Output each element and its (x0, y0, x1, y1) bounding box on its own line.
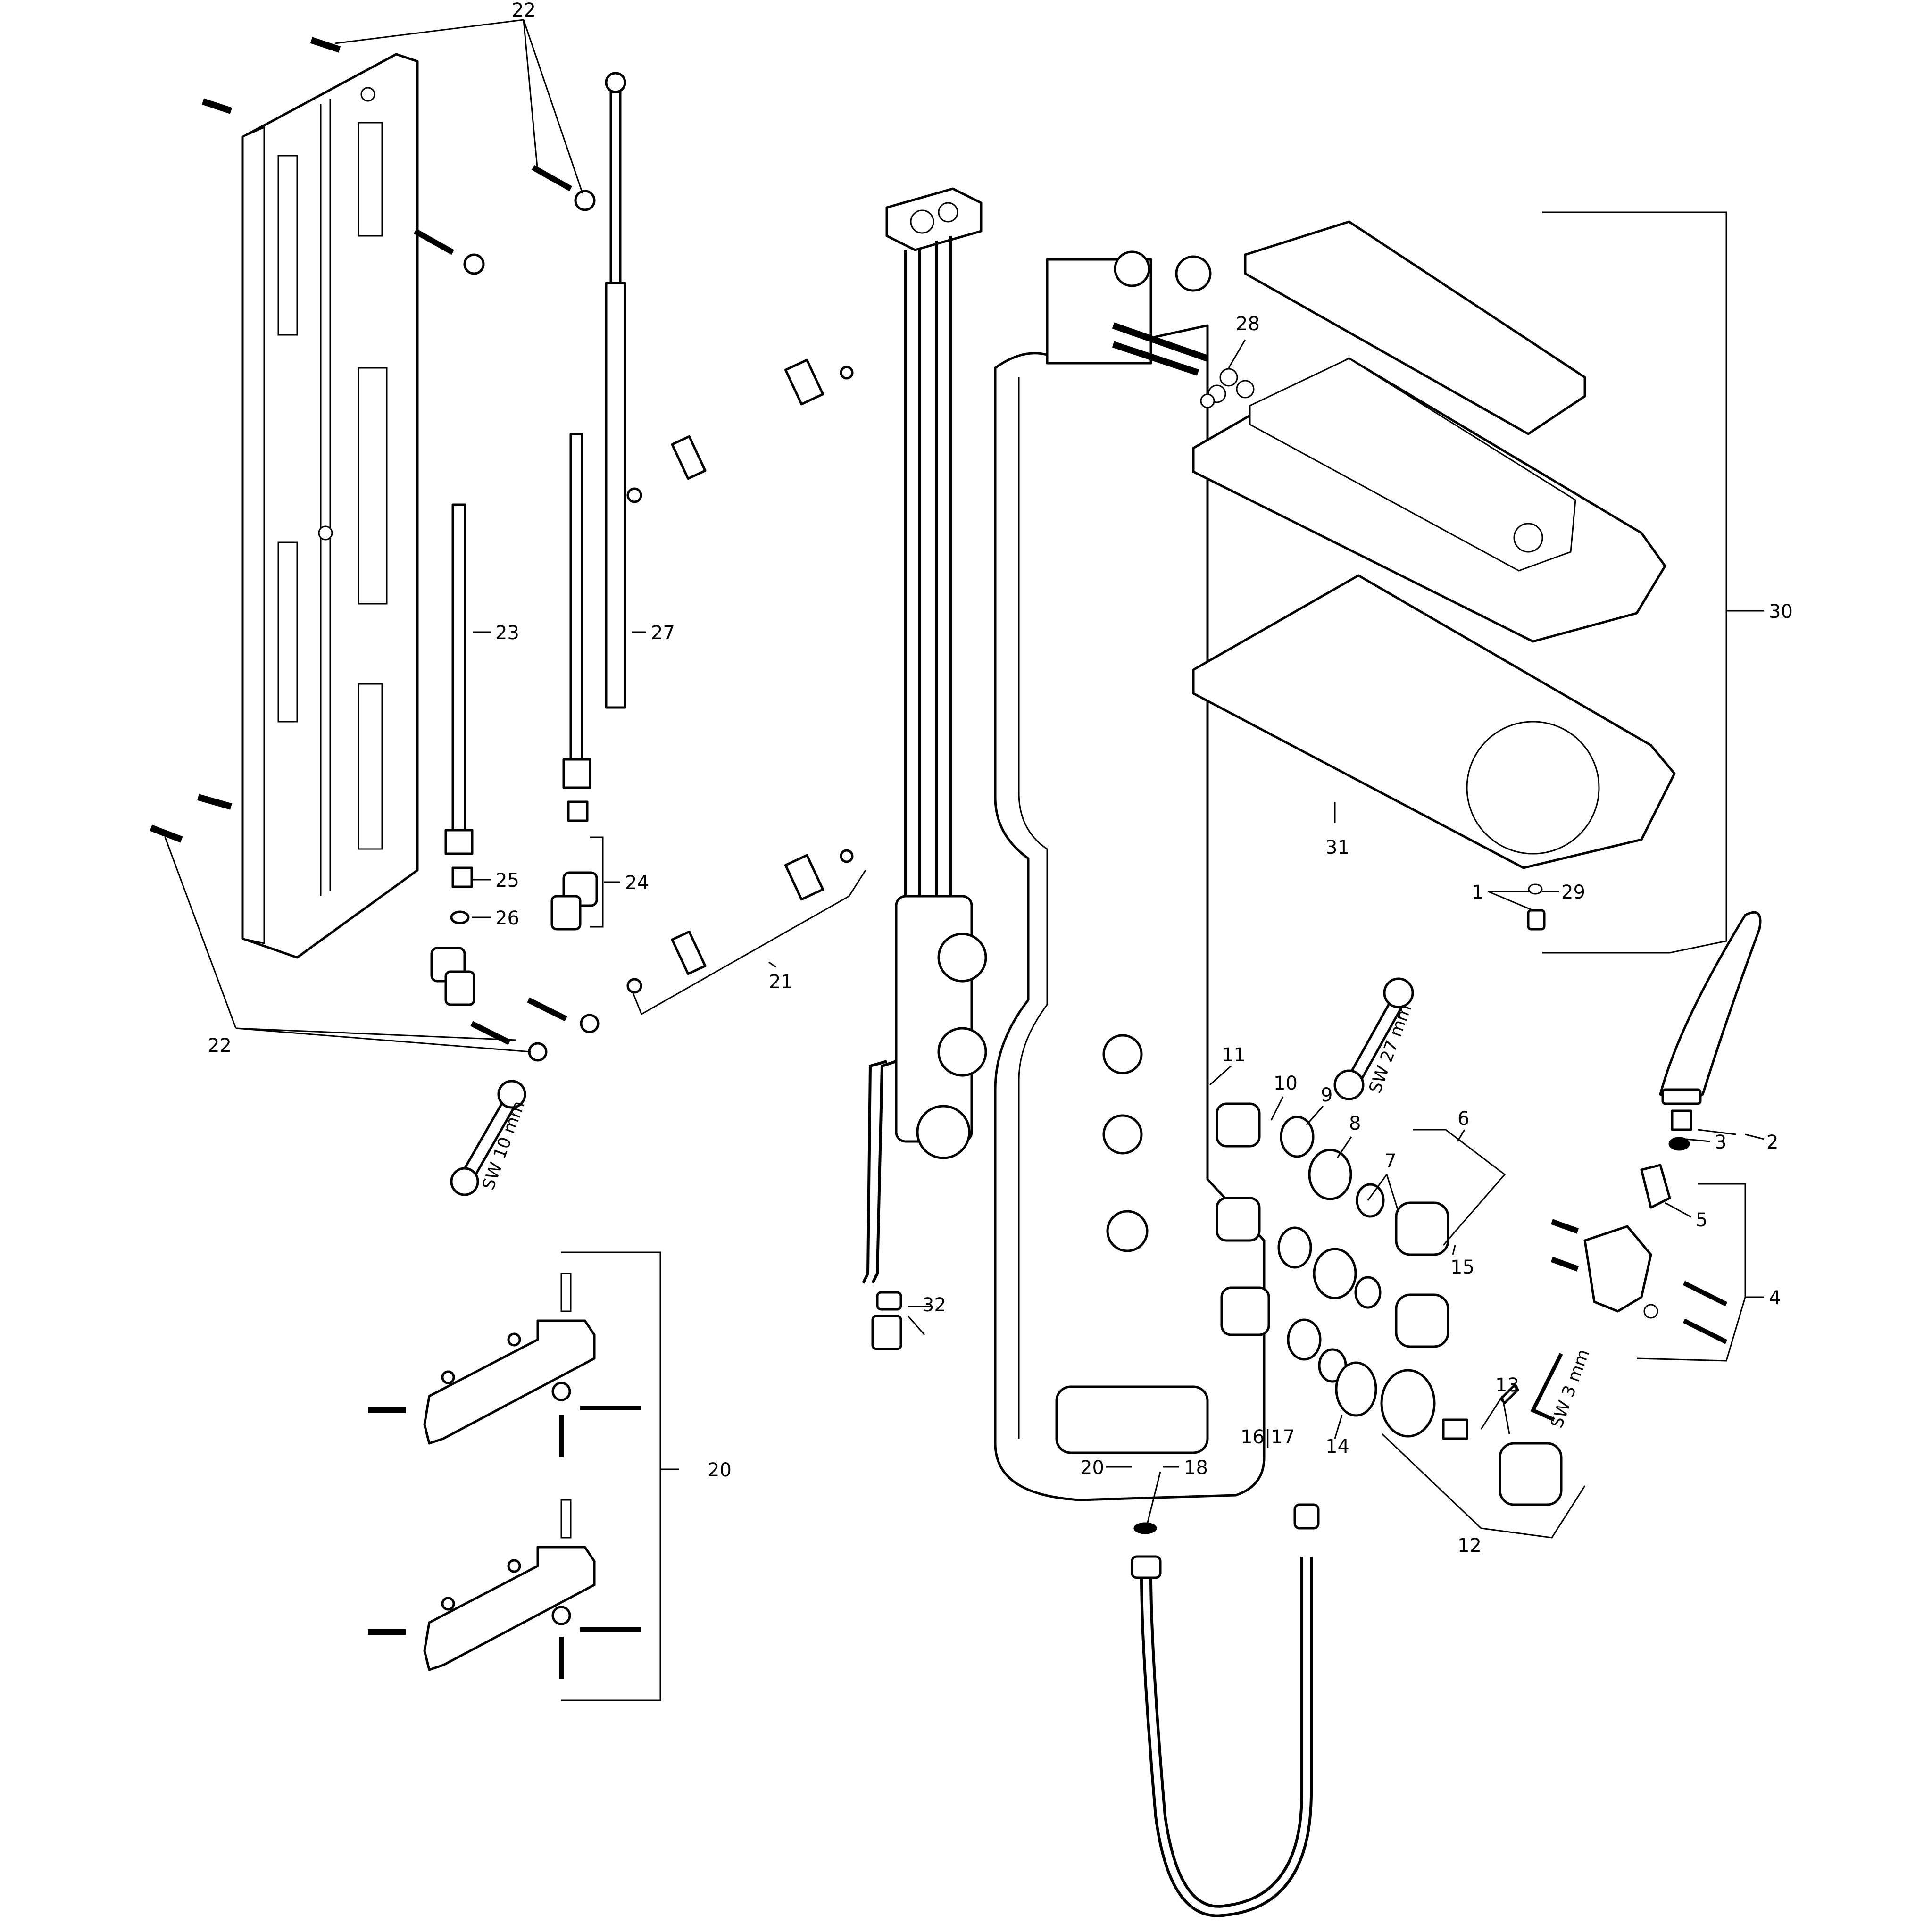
part-label: 9 (1321, 1084, 1332, 1106)
bracket-lower (368, 1499, 641, 1679)
part-label: 3 (1715, 1132, 1726, 1153)
part-label: 22 (208, 1035, 232, 1057)
part-label: 8 (1349, 1113, 1361, 1134)
parts-1-29 (1527, 883, 1546, 931)
part-label: 16|17 (1241, 1426, 1295, 1448)
nipple-32 (871, 1291, 932, 1350)
part-label: 28 (1236, 313, 1260, 335)
overhead-shower-cover (1244, 220, 1586, 435)
overhead-shower-body (1192, 357, 1666, 643)
hand-shower (1659, 911, 1762, 1151)
thermostat-cartridges (1216, 1102, 1563, 1506)
part-labels: 22 22 23 27 24 25 26 21 20 32 28 30 31 1… (208, 0, 1793, 1557)
part-label: 13 (1495, 1374, 1519, 1396)
part-label: 7 (1384, 1150, 1396, 1172)
overhead-shower-plate (1192, 574, 1676, 869)
part-label: 20 (1080, 1457, 1104, 1479)
part-label: 31 (1325, 837, 1349, 858)
mounting-rail (242, 53, 419, 959)
part-label: 18 (1184, 1457, 1208, 1479)
part-label: 26 (495, 908, 519, 929)
part-label: 32 (922, 1294, 946, 1316)
part-label: 1 (1472, 882, 1483, 903)
o-rings-28 (1200, 368, 1255, 408)
shower-holder (1550, 1164, 1728, 1344)
part-label: 6 (1457, 1108, 1469, 1130)
part-label: 25 (495, 870, 519, 891)
middle-hose (562, 433, 591, 822)
wrench-sw10: SW 10 mm (450, 1080, 529, 1196)
part-label: 4 (1769, 1287, 1781, 1309)
valve-body (862, 187, 987, 1284)
part-label: 30 (1769, 601, 1793, 623)
part-label: 22 (512, 0, 536, 21)
part-label: 29 (1561, 882, 1585, 903)
part-label: 20 (708, 1459, 732, 1481)
bracket-bracket-line (561, 1251, 661, 1701)
part-label: 27 (651, 622, 675, 644)
part-label: 2 (1766, 1132, 1778, 1153)
allen-key-sw3: SW 3 mm (1530, 1347, 1593, 1431)
part-label: 15 (1450, 1257, 1474, 1278)
shower-panel (994, 250, 1266, 1501)
shower-hose (1131, 1503, 1320, 1917)
part-label: 12 (1457, 1535, 1482, 1557)
part-label: 5 (1696, 1209, 1707, 1231)
elbow-fittings (430, 836, 604, 1006)
connection-hose-27 (605, 72, 646, 709)
part-label: 21 (769, 971, 793, 993)
tool-label-sw3: SW 3 mm (1547, 1347, 1593, 1431)
clips (626, 358, 866, 1016)
wrench-sw27: SW 27 mm (1333, 977, 1416, 1100)
part-label: 10 (1274, 1073, 1298, 1094)
leader-lines (164, 19, 1765, 1539)
part-label: 24 (625, 872, 649, 894)
part-label: 23 (495, 622, 519, 644)
bracket-upper (368, 1273, 641, 1457)
part-label: 11 (1222, 1044, 1246, 1066)
part-label: 14 (1325, 1436, 1349, 1457)
connection-hose-23 (444, 503, 486, 888)
